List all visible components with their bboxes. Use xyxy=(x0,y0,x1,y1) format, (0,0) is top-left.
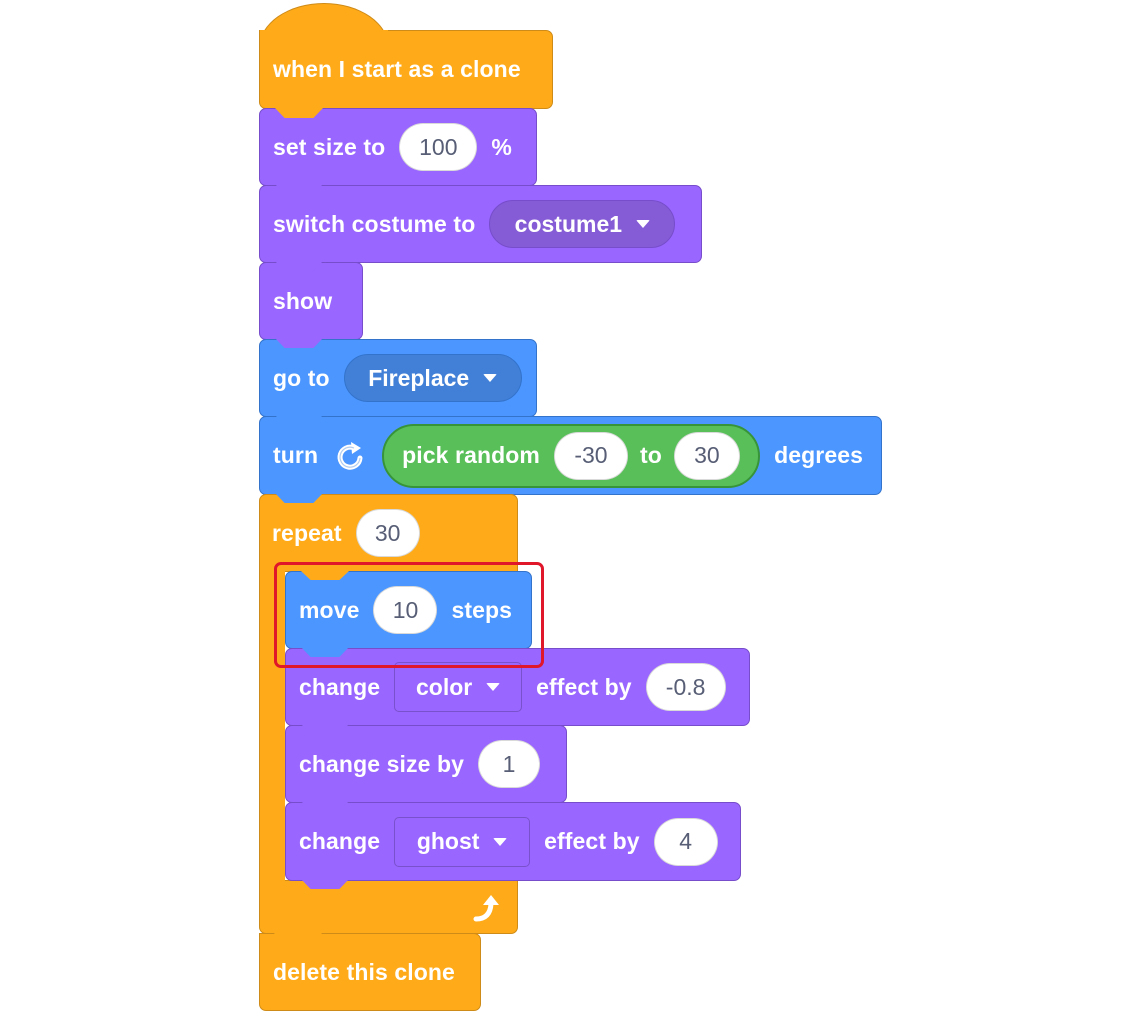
size-value-input[interactable]: 100 xyxy=(399,123,478,171)
switch-costume-label: switch costume to xyxy=(273,210,476,237)
change-ghost-label: change xyxy=(299,828,381,854)
change-size-block[interactable]: change size by 1 xyxy=(285,725,567,811)
change-ghost-suffix: effect by xyxy=(544,828,640,854)
random-to-label: to xyxy=(639,442,662,468)
repeat-label: repeat xyxy=(272,519,342,546)
color-effect-input[interactable]: -0.8 xyxy=(645,663,726,711)
hat-label: when I start as a clone xyxy=(273,56,521,82)
turn-label: turn xyxy=(273,442,319,468)
random-from-input[interactable]: -30 xyxy=(553,431,628,480)
hat-block-when-i-start-as-clone[interactable]: when I start as a clone xyxy=(259,3,553,118)
move-block[interactable]: move 10 steps xyxy=(285,571,532,657)
show-block[interactable]: show xyxy=(259,262,363,348)
repeat-block[interactable]: repeat 30 xyxy=(259,494,518,943)
go-to-dropdown[interactable]: Fireplace xyxy=(343,354,522,402)
loop-arrow-icon xyxy=(469,892,503,926)
change-size-label: change size by xyxy=(299,750,465,777)
rotate-clockwise-icon xyxy=(334,439,368,473)
steps-label: steps xyxy=(451,596,513,623)
pick-random-label: pick random xyxy=(402,442,540,468)
chevron-down-icon xyxy=(483,374,498,382)
change-size-input[interactable]: 1 xyxy=(478,740,541,788)
degrees-label: degrees xyxy=(774,442,864,468)
ghost-effect-input[interactable]: 4 xyxy=(653,817,718,866)
chevron-down-icon xyxy=(636,220,651,228)
highlight-box xyxy=(274,562,544,668)
switch-costume-block[interactable]: switch costume to costume1 xyxy=(259,185,702,271)
effect-dropdown-ghost[interactable]: ghost xyxy=(394,816,531,867)
size-unit: % xyxy=(491,133,512,160)
effect-dropdown-color[interactable]: color xyxy=(394,662,523,712)
change-color-label: change xyxy=(299,673,381,700)
costume-dropdown-value: costume1 xyxy=(514,210,623,237)
delete-this-clone-block[interactable]: delete this clone xyxy=(259,933,481,1011)
go-to-dropdown-value: Fireplace xyxy=(368,364,470,391)
pick-random-reporter[interactable]: pick random -30 to 30 xyxy=(382,423,761,488)
effect-dropdown-color-value: color xyxy=(416,673,473,700)
random-to-input[interactable]: 30 xyxy=(673,431,740,480)
costume-dropdown[interactable]: costume1 xyxy=(489,200,676,248)
go-to-block[interactable]: go to Fireplace xyxy=(259,339,537,425)
chevron-down-icon xyxy=(493,837,508,846)
move-label: move xyxy=(299,596,360,623)
effect-dropdown-ghost-value: ghost xyxy=(416,828,480,854)
change-ghost-effect-block[interactable]: change ghost effect by 4 xyxy=(285,802,741,889)
show-label: show xyxy=(273,287,333,314)
set-size-label: set size to xyxy=(273,133,386,160)
go-to-label: go to xyxy=(273,364,330,391)
chevron-down-icon xyxy=(486,683,501,691)
move-steps-input[interactable]: 10 xyxy=(373,586,438,634)
repeat-count-input[interactable]: 30 xyxy=(355,509,420,557)
delete-clone-label: delete this clone xyxy=(273,958,455,985)
change-color-suffix: effect by xyxy=(536,673,632,700)
set-size-block[interactable]: set size to 100 % xyxy=(259,108,537,194)
turn-block[interactable]: turn pick random -30 to 30 degrees xyxy=(259,416,882,503)
